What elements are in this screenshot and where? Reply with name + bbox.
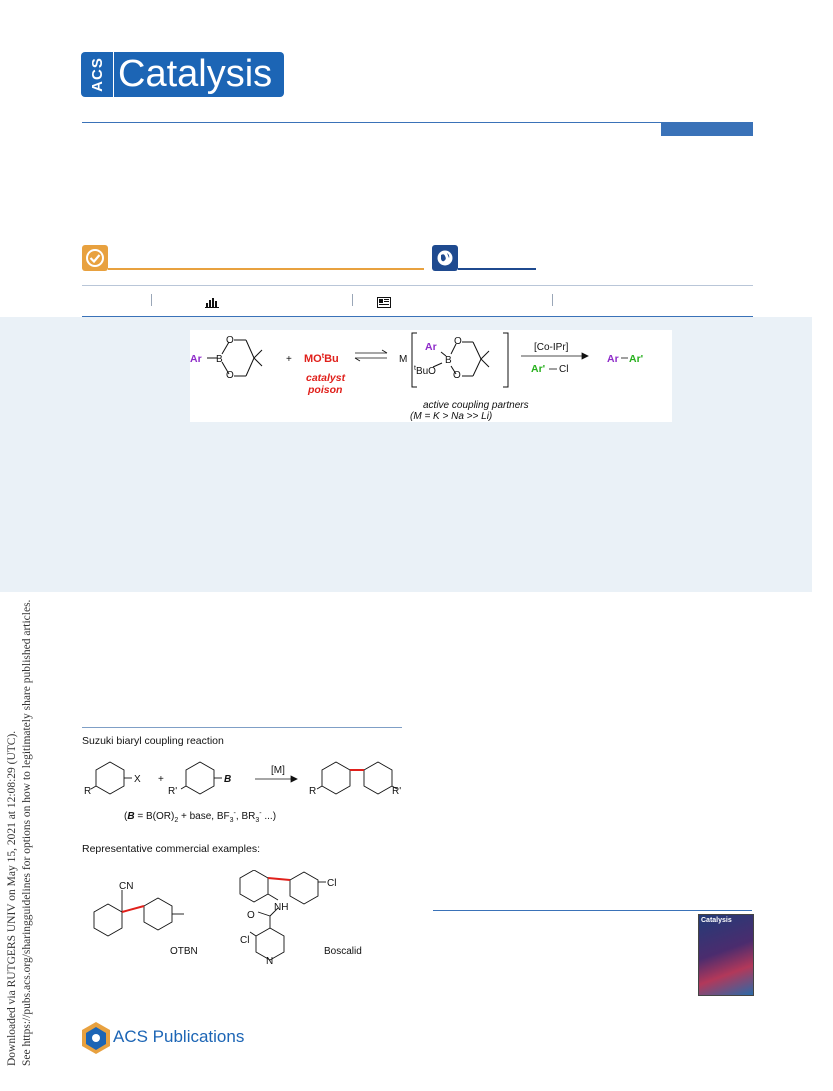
article-recommendations-icon[interactable] xyxy=(377,295,391,308)
acs-seal-icon xyxy=(82,1022,110,1054)
sharing-guidelines-link[interactable]: See https://pubs.acs.org/sharingguidelin… xyxy=(21,599,33,1066)
oxygen-label: O xyxy=(454,336,462,347)
reaction-arrow xyxy=(521,352,589,360)
aryl-boron xyxy=(180,761,222,795)
oxygen-label: O xyxy=(453,370,461,381)
journal-cover-thumbnail[interactable]: Catalysis xyxy=(698,914,754,996)
metal-label: M xyxy=(399,354,407,365)
toc-graphic: Ar B O O + MOtBu catalyst poison M xyxy=(190,330,672,422)
toc-caption: active coupling partners xyxy=(423,400,529,411)
carbonyl-o-label: O xyxy=(247,910,255,921)
cover-title: Catalysis xyxy=(701,917,732,924)
aryl-halide xyxy=(90,761,132,795)
metrics-bar-bottom xyxy=(82,316,753,317)
publisher-name: ACS Publications xyxy=(113,1027,245,1046)
metal-catalyst-label: [M] xyxy=(271,765,285,776)
header-rule xyxy=(82,122,753,123)
product-aryl-prime-label: Ar' xyxy=(629,353,643,365)
amide-nh-label: NH xyxy=(274,902,288,913)
otbn-biaryl-bond xyxy=(121,905,145,913)
metrics-chart-icon[interactable] xyxy=(205,295,219,308)
reaction-arrow xyxy=(255,775,298,783)
product-r-prime-label: R' xyxy=(392,786,401,797)
product-aryl-label: Ar xyxy=(607,353,619,365)
alkoxide-reagent: MOtBu xyxy=(304,353,339,365)
license-rule xyxy=(458,268,536,270)
chloride-label: Cl xyxy=(559,364,568,375)
chloro-label: Cl xyxy=(240,935,249,946)
aryl-label: Ar xyxy=(425,341,437,353)
boscalid-biaryl-bond xyxy=(267,877,291,881)
globe-icon xyxy=(432,245,458,271)
download-note: Downloaded via RUTGERS UNIV on May 15, 2… xyxy=(0,330,42,1066)
boronate-ester xyxy=(207,339,263,377)
scheme-title: Suzuki biaryl coupling reaction xyxy=(82,735,224,747)
oxygen-label: O xyxy=(226,335,234,346)
journal-logo[interactable]: ACS Catalysis xyxy=(81,52,284,97)
examples-title: Representative commercial examples: xyxy=(82,843,260,855)
boron-group-label: B xyxy=(224,774,231,785)
figure-rule xyxy=(82,727,402,728)
otbn-structure xyxy=(93,890,184,937)
chloro-label: Cl xyxy=(327,878,336,889)
r-group-label: R xyxy=(84,786,91,797)
suzuki-scheme: X R + B R' [M] R R' (B = B(OR)2 + base, … xyxy=(84,761,401,824)
biaryl-product xyxy=(316,761,398,795)
toc-scheme: Ar B O O + MOtBu catalyst poison M xyxy=(190,332,643,422)
aryl-label: Ar xyxy=(190,353,202,365)
journal-name: Catalysis xyxy=(114,52,284,97)
borate-bracket xyxy=(411,332,509,388)
equilibrium-arrow xyxy=(354,349,388,362)
plus-sign: + xyxy=(286,354,292,365)
metrics-separator xyxy=(151,294,152,306)
article-type-tab[interactable] xyxy=(661,123,753,136)
catalyst-label: [Co-IPr] xyxy=(534,342,569,353)
acs-publications-logo[interactable]: ACS Publications xyxy=(81,1021,245,1057)
boron-label: B xyxy=(445,355,452,366)
otbn-name: OTBN xyxy=(170,946,198,957)
plus-sign: + xyxy=(158,774,164,785)
halide-label: X xyxy=(134,774,141,785)
open-access-rule xyxy=(108,268,424,270)
product-r-label: R xyxy=(309,786,316,797)
metrics-separator xyxy=(552,294,553,306)
pyridine-n-label: N xyxy=(266,956,273,967)
acs-logo-mark: ACS xyxy=(81,52,113,97)
r-prime-label: R' xyxy=(168,786,177,797)
boron-definition: (B = B(OR)2 + base, BF3-, BR3- ...) xyxy=(124,810,276,824)
boscalid-name: Boscalid xyxy=(324,946,362,957)
metrics-bar-top xyxy=(82,285,753,286)
cyano-label: CN xyxy=(119,881,133,892)
check-icon xyxy=(82,245,108,271)
toc-caption: (M = K > Na >> Li) xyxy=(410,411,492,422)
metrics-separator xyxy=(352,294,353,306)
download-note-line: Downloaded via RUTGERS UNIV on May 15, 2… xyxy=(6,730,18,1066)
catalyst-poison-label: catalyst xyxy=(306,372,346,384)
tert-butoxy-label: tBuO xyxy=(414,365,436,377)
boron-label: B xyxy=(216,354,223,365)
aryl-prime-label: Ar' xyxy=(531,363,545,375)
catalyst-poison-label: poison xyxy=(307,384,342,396)
commercial-examples: CN OTBN Cl NH O Cl N Boscalid xyxy=(93,870,362,967)
oxygen-label: O xyxy=(226,370,234,381)
cover-rule xyxy=(433,910,752,911)
